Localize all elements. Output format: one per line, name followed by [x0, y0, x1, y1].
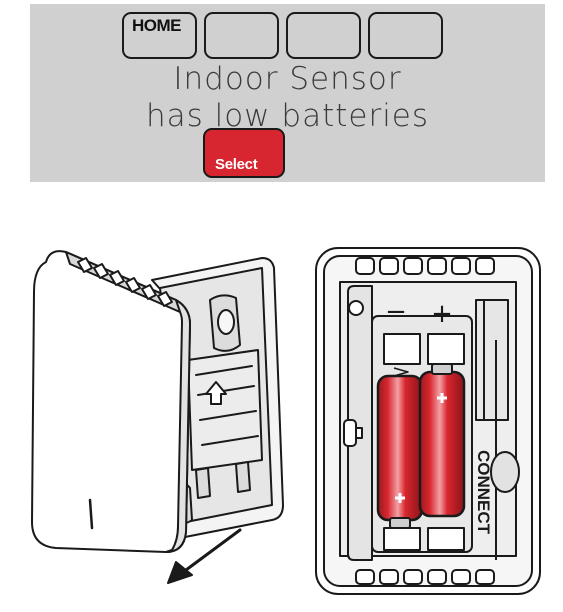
message-line-1: Indoor Sensor [173, 61, 402, 97]
sensor-battery-view [315, 247, 541, 595]
sensor-illustration: − + CONNECT [31, 247, 541, 595]
home-button[interactable]: HOME [122, 12, 197, 59]
battery-2-plus-icon [437, 393, 447, 403]
message-line-2: has low batteries [145, 98, 430, 134]
softkey-2[interactable] [204, 12, 279, 59]
sensor-open-view [31, 250, 284, 584]
battery-1-plus-icon [395, 493, 405, 503]
removal-arrow-icon [184, 528, 242, 572]
softkey-3[interactable] [286, 12, 361, 59]
connect-label: CONNECT [474, 450, 493, 535]
softkey-4[interactable] [368, 12, 443, 59]
home-button-label: HOME [132, 16, 182, 35]
select-button-label: Select [215, 156, 258, 173]
connect-button [490, 451, 520, 493]
minus-label: − [385, 297, 407, 327]
up-arrow-icon [205, 381, 227, 405]
battery-1 [376, 374, 424, 529]
battery-2 [418, 363, 466, 518]
plus-label: + [431, 299, 453, 329]
led-indicator [88, 498, 94, 530]
select-button[interactable]: Select [203, 128, 285, 178]
thermostat-display: HOME Indoor Sensor has low batteries Sel… [30, 4, 545, 182]
